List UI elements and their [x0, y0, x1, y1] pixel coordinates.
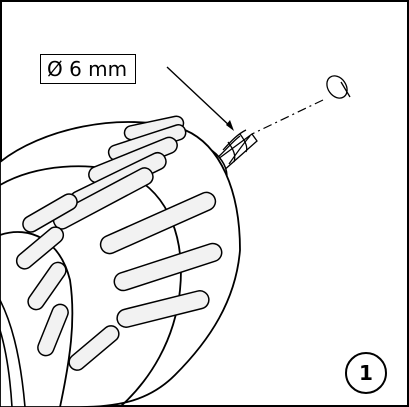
chuck-grip-slots: [15, 115, 223, 371]
step-number-badge: 1: [345, 352, 387, 394]
drill-axis-line: [251, 99, 324, 135]
drill-target-mark: [326, 75, 351, 99]
drill-bit: [213, 129, 258, 173]
drill-bit-size-label: Ø 6 mm: [40, 54, 137, 84]
drill-housing: [0, 299, 26, 407]
leader-arrow: [226, 120, 234, 131]
label-leader-line: [166, 66, 233, 129]
